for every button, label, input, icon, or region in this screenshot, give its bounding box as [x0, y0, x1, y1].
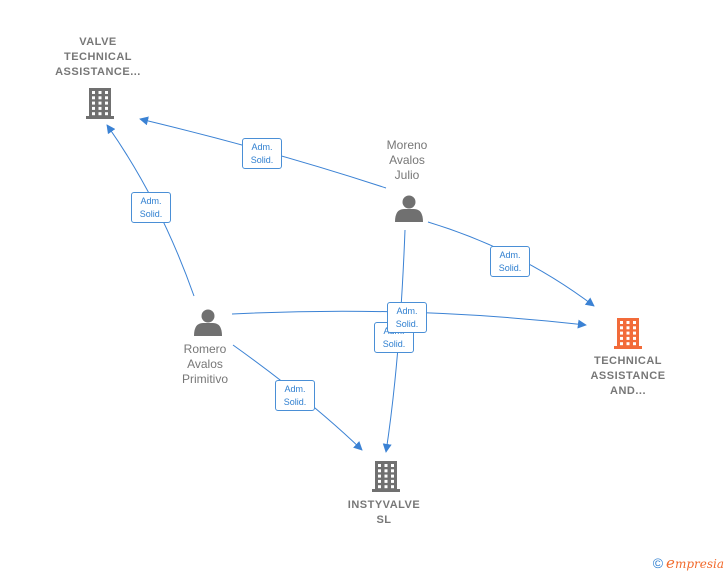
label-line: Avalos [389, 153, 425, 167]
label-line: Romero [183, 342, 227, 356]
edge-label-line: Solid. [250, 155, 274, 165]
empresia-logo-text: mpresia [674, 557, 724, 571]
label-line: AND... [610, 385, 646, 397]
edge-label-line: Solid. [395, 319, 419, 329]
label-line: TECHNICAL [63, 51, 133, 63]
label-line: ASSISTANCE... [55, 66, 141, 78]
label-line: VALVE [79, 36, 117, 48]
node-layer [86, 88, 642, 492]
edge-label-line: Solid. [382, 339, 406, 349]
empresia-logo-initial: e [666, 554, 675, 572]
person-icon-romero[interactable] [194, 309, 222, 337]
edge-label-line: Adm. [140, 196, 162, 206]
edge-layer [106, 116, 595, 453]
label-line: INSTYVALVE [347, 499, 421, 511]
edge-label-romero-valve[interactable]: Adm. Solid. [131, 192, 171, 223]
edge-label-line: Adm. [499, 250, 521, 260]
edge-label-line: Adm. [284, 384, 306, 394]
copyright-icon: © [652, 555, 664, 571]
edge-label-moreno-valve[interactable]: Adm. Solid. [242, 138, 282, 169]
edge-label-line: Solid. [283, 397, 307, 407]
edge-label-line: Solid. [498, 263, 522, 273]
edge-label-romero-instyvalve[interactable]: Adm. Solid. [275, 380, 315, 411]
person-icon-moreno[interactable] [395, 195, 423, 223]
node-label-valve-technical-assistance[interactable]: VALVE TECHNICAL ASSISTANCE... [48, 35, 148, 80]
edge-label-line: Adm. [251, 142, 273, 152]
label-line: TECHNICAL [593, 355, 663, 367]
edge-label-moreno-technical[interactable]: Adm. Solid. [490, 246, 530, 277]
node-label-moreno-avalos-julio[interactable]: Moreno Avalos Julio [367, 138, 447, 183]
label-line: Julio [394, 168, 420, 182]
label-line: ASSISTANCE [590, 370, 666, 382]
building-icon-valve[interactable] [86, 88, 114, 119]
node-label-instyvalve[interactable]: INSTYVALVE SL [334, 498, 434, 528]
edge-label-line: Solid. [139, 209, 163, 219]
node-label-romero-avalos-primitivo[interactable]: Romero Avalos Primitivo [160, 342, 250, 387]
building-icon-instyvalve[interactable] [372, 461, 400, 492]
label-line: Moreno [386, 138, 428, 152]
label-line: Avalos [187, 357, 223, 371]
edge-label-line: Adm. [396, 306, 418, 316]
label-line: Primitivo [181, 372, 228, 386]
label-line: SL [376, 514, 392, 526]
building-icon-technical[interactable] [614, 318, 642, 349]
empresia-footer[interactable]: ©empresia [653, 554, 724, 572]
edge-label-romero-technical[interactable]: Adm. Solid. [387, 302, 427, 333]
node-label-technical-assistance[interactable]: TECHNICAL ASSISTANCE AND... [576, 354, 680, 399]
